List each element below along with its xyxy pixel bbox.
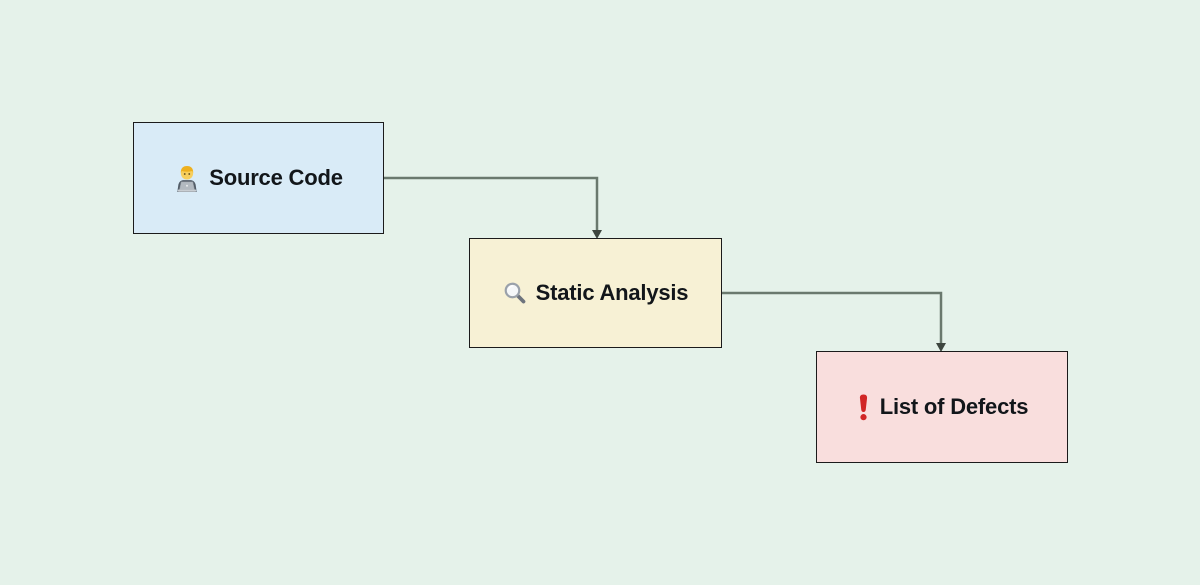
node-label-list-of-defects: List of Defects	[879, 394, 1029, 419]
technologist-icon	[174, 164, 200, 192]
node-static-analysis[interactable]: Static Analysis	[469, 238, 722, 348]
magnifying-glass-icon	[503, 281, 527, 305]
node-list-of-defects[interactable]: List of Defects	[816, 351, 1068, 463]
exclamation-mark-icon	[856, 393, 871, 421]
node-label-source-code: Source Code	[209, 165, 343, 190]
node-source-code[interactable]: Source Code	[133, 122, 384, 234]
connector-source-to-static	[384, 176, 602, 239]
connector-static-to-defects	[722, 291, 946, 352]
node-label-static-analysis: Static Analysis	[535, 280, 689, 305]
